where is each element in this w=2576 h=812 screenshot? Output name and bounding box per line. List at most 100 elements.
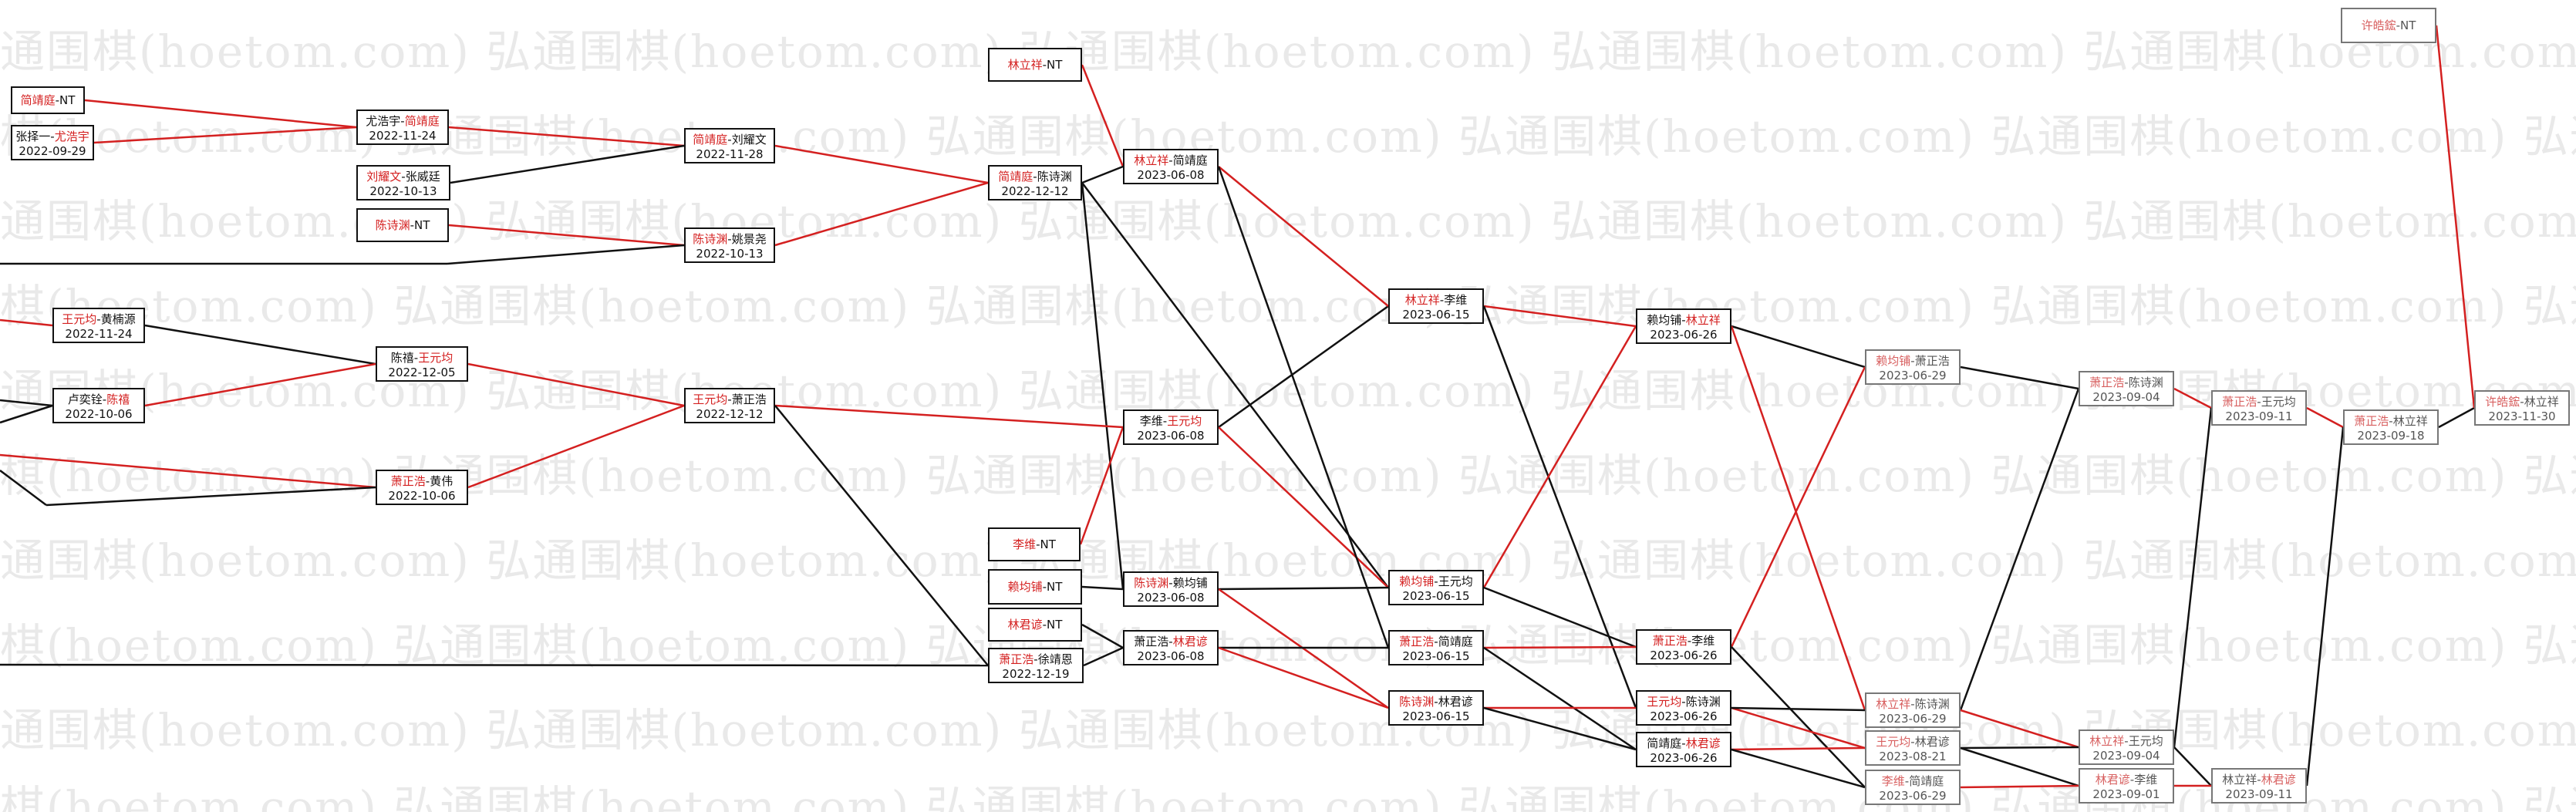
separator: -: [401, 170, 406, 184]
bracket-line: [93, 126, 357, 144]
bracket-line: [2173, 407, 2213, 748]
bracket-line: [0, 470, 47, 506]
player-name: 李维: [2134, 773, 2158, 787]
bracket-line: [1081, 182, 1124, 590]
player-name: 王元均: [2261, 395, 2296, 409]
player-name: 赖均铺: [1399, 574, 1435, 588]
player-name: 陈诗渊: [2128, 376, 2163, 389]
player-name: 刘耀文: [731, 133, 767, 147]
player-name: 林立祥: [2089, 734, 2125, 748]
match-players: 林立祥-NT: [1008, 58, 1063, 72]
match-players: 简靖庭-刘耀文: [693, 133, 766, 147]
match-players: 萧正浩-徐靖恩: [999, 652, 1072, 666]
player-name: 赖均铺: [1172, 576, 1208, 590]
separator: -: [400, 114, 405, 128]
bracket-line: [1731, 748, 1866, 789]
bracket-line: [1218, 305, 1389, 429]
player-name: 林立祥: [2222, 773, 2257, 787]
separator: -: [425, 474, 430, 488]
bracket-line: [1731, 746, 1866, 751]
match-players: 刘耀文-张威廷: [366, 170, 440, 184]
match-date: 2023-06-26: [1650, 751, 1718, 765]
player-name: 林君谚: [1438, 695, 1473, 709]
match-players: 李维-简靖庭: [1882, 774, 1944, 788]
player-name: 简靖庭: [404, 114, 440, 128]
match-date: 2023-06-15: [1402, 709, 1470, 723]
match-date: 2023-09-04: [2092, 749, 2160, 763]
bracket-line: [1081, 64, 1124, 167]
player-name: 简靖庭: [20, 93, 56, 107]
bracket-line: [1960, 709, 2079, 749]
match-players: 王元均-陈诗渊: [1647, 695, 1720, 709]
match-date: 2023-09-11: [2225, 409, 2293, 423]
match-players: 王元均-萧正浩: [693, 393, 766, 406]
player-name: 陈诗渊: [1399, 695, 1435, 709]
player-name: 赖均铺: [1007, 579, 1043, 594]
player-name: 林立祥: [1876, 697, 1911, 711]
player-name: NT: [59, 93, 76, 107]
bracket-line: [2438, 406, 2475, 429]
player-name: 萧正浩: [999, 652, 1034, 666]
match-date: 2023-06-15: [1402, 649, 1470, 663]
match-date: 2023-06-08: [1137, 649, 1205, 663]
separator: -: [96, 312, 101, 326]
match-date: 2023-06-29: [1879, 369, 1947, 382]
player-name: 李维: [1139, 414, 1163, 428]
match-date: 2023-06-26: [1650, 649, 1718, 662]
separator: -: [1042, 57, 1047, 72]
player-name: 卢奕铨: [67, 393, 103, 406]
match-players: 陈诗渊-姚景尧: [693, 232, 766, 246]
match-date: 2023-06-26: [1650, 328, 1718, 342]
player-name: 王元均: [1438, 574, 1473, 588]
bracket-line: [1731, 646, 1866, 788]
match-date: 2022-10-13: [696, 247, 764, 261]
match-date: 2023-09-18: [2357, 429, 2425, 443]
separator: -: [727, 232, 732, 246]
separator: -: [1162, 414, 1168, 428]
player-name: 徐靖恩: [1037, 652, 1073, 666]
match-node: 林君谚-NT: [988, 608, 1082, 642]
match-players: 陈禧-王元均: [391, 351, 453, 365]
match-players: 王元均-林君谚: [1876, 735, 1949, 749]
player-name: NT: [1040, 537, 1056, 551]
player-name: 李维: [1691, 634, 1715, 648]
separator: -: [2389, 414, 2393, 428]
match-players: 陈诗渊-林君谚: [1399, 695, 1472, 709]
match-players: 赖均铺-NT: [1008, 580, 1063, 595]
bracket-line: [2173, 746, 2212, 787]
match-players: 萧正浩-李维: [1653, 634, 1715, 648]
match-players: 萧正浩-黄伟: [391, 474, 453, 488]
separator: -: [55, 93, 60, 107]
match-players: 赖均铺-林立祥: [1647, 313, 1720, 327]
player-name: 李维: [1013, 537, 1037, 551]
match-node: 林立祥-NT: [988, 48, 1082, 82]
separator: -: [1681, 695, 1686, 709]
match-players: 简靖庭-NT: [21, 93, 76, 108]
match-players: 赖均铺-萧正浩: [1876, 354, 1949, 368]
bracket-line: [1731, 325, 1866, 369]
player-name: 陈诗渊: [1914, 697, 1950, 711]
separator: -: [2124, 734, 2129, 748]
player-name: 林君谚: [1172, 635, 1208, 649]
match-date: 2022-12-12: [696, 407, 764, 421]
bracket-line: [774, 405, 989, 666]
match-date: 2022-11-24: [369, 129, 437, 143]
bracket-line: [84, 99, 357, 129]
bracket-line: [1218, 646, 1389, 709]
match-date: 2023-06-29: [1879, 712, 1947, 726]
separator: -: [1910, 735, 1915, 749]
bracket-line: [1960, 784, 2079, 789]
bracket-line: [1483, 586, 1637, 649]
match-date: 2022-09-29: [19, 144, 86, 158]
